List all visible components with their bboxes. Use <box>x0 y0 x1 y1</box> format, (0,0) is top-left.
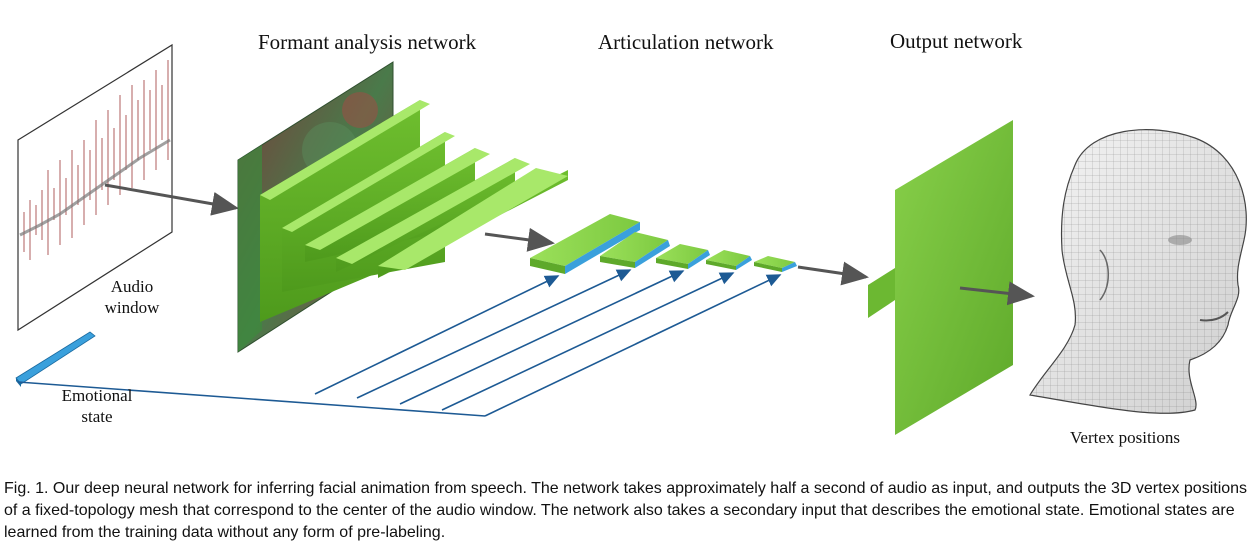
articulation-layers <box>530 214 869 286</box>
emotion-connections <box>17 269 782 417</box>
emotional-state-input <box>15 331 96 387</box>
formant-network-title: Formant analysis network <box>258 30 477 54</box>
head-mesh <box>1029 129 1247 414</box>
formant-layer-5 <box>378 168 568 278</box>
output-network-title: Output network <box>890 29 1023 53</box>
waveform-center <box>19 138 171 237</box>
output-to-mesh-arrow <box>959 281 1035 306</box>
figure-caption: Fig. 1. Our deep neural network for infe… <box>4 480 1248 541</box>
articulation-layer-3 <box>656 244 710 269</box>
audio-label-line1: Audio <box>110 277 154 296</box>
emotion-label-line1: Emotional <box>61 386 133 405</box>
waveform <box>23 60 169 260</box>
emotional-state-label: Emotional state <box>52 385 142 427</box>
audio-window <box>17 43 239 332</box>
output-layer-large <box>895 120 1013 435</box>
vertex-positions-label: Vertex positions <box>1070 428 1181 447</box>
network-diagram <box>15 43 1247 435</box>
articulation-layer-1 <box>530 214 640 274</box>
articulation-layer-5 <box>754 256 797 272</box>
articulation-layer-4 <box>706 250 752 270</box>
formant-layer-4 <box>336 158 530 272</box>
formant-layers <box>260 100 568 322</box>
emotion-label-line2: state <box>81 407 113 426</box>
audio-label-line2: window <box>104 298 160 317</box>
articulation-layer-2 <box>600 232 670 268</box>
articulation-to-output-arrow <box>797 261 869 286</box>
articulation-network-title: Articulation network <box>598 30 774 54</box>
formant-to-articulation-arrow <box>484 227 555 252</box>
audio-to-formant-arrow <box>104 183 239 216</box>
output-layers <box>868 120 1035 435</box>
audio-window-label: Audio window <box>92 276 172 318</box>
output-layer-small <box>868 268 895 318</box>
